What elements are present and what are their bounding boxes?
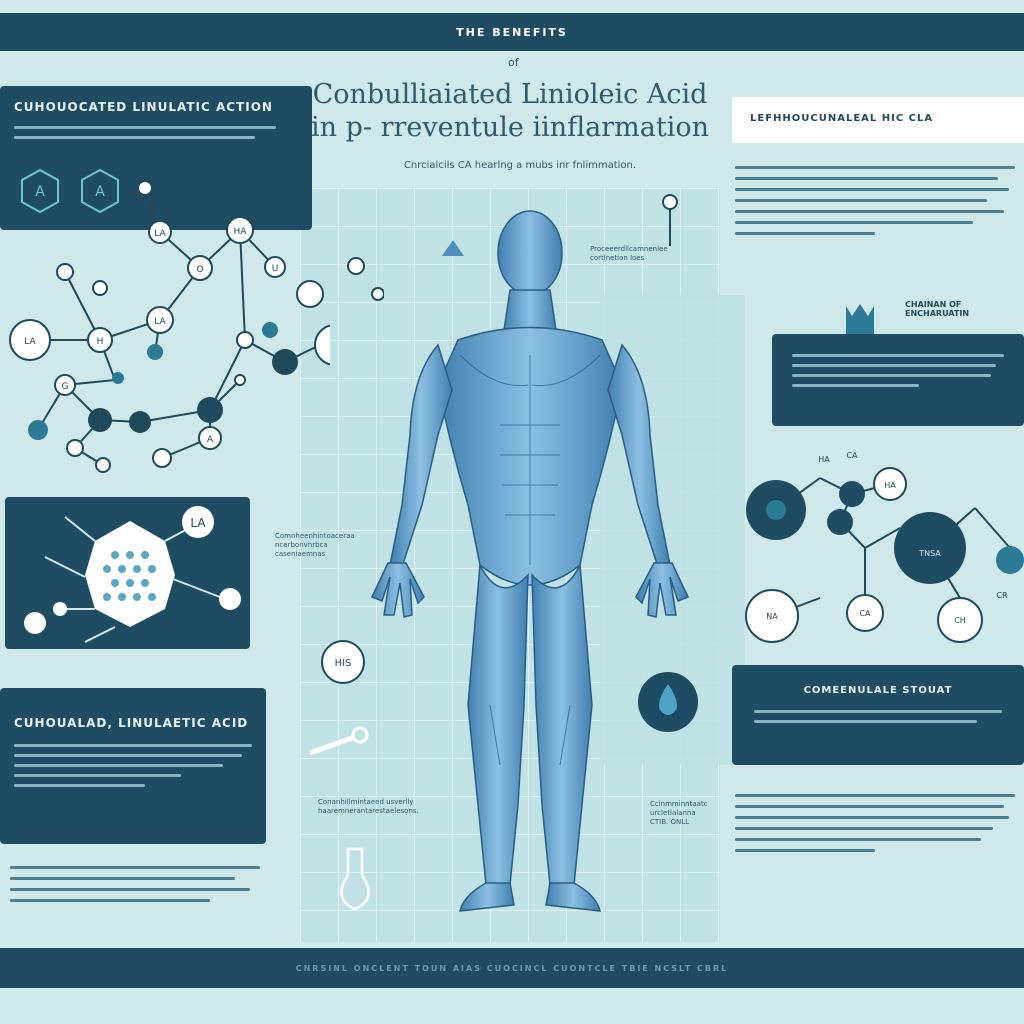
atom-label: O — [196, 265, 203, 275]
hexagon-icon — [21, 168, 59, 214]
atom-node — [92, 280, 108, 296]
atom-label: LA — [24, 337, 36, 347]
atom-label: G — [62, 382, 69, 392]
right-bottom-panel-title: COMEENULALE STOUAT — [803, 685, 953, 696]
subtitle: Cnrcialcils CA hearlng a mubs inr fnlimm… — [403, 160, 637, 171]
bottom-banner: CNRSINL ONCLENT TOUN AIAS CUOCINCL CUONT… — [0, 948, 1024, 988]
atom-node-accent — [262, 322, 278, 338]
bottom-left-label: Conanhillmintaeed usverlly haaremneranta… — [318, 798, 419, 815]
atom-node — [152, 448, 172, 468]
atom-label: CA — [846, 451, 858, 460]
atom-node — [146, 306, 174, 334]
fatty-acid-lattice: LA — [24, 506, 241, 643]
tool-icon — [309, 726, 369, 756]
right-top-header: LEFHHOUCUNALEAL HIC CLA — [732, 97, 1024, 143]
left-mid-panel: LA — [5, 497, 250, 649]
center-right-label: Proceeerdilcamnenlee cortlnetion loes — [590, 245, 668, 262]
triangle-icon — [442, 240, 464, 256]
right-top-text — [735, 158, 1015, 243]
left-top-panel: CUHOUOCATED LINULATIC ACTION A A — [0, 86, 312, 230]
left-bottom-text — [10, 858, 260, 910]
hexagon-icon-label: A — [95, 184, 105, 200]
title-of: of — [508, 56, 519, 69]
atom-node — [264, 256, 286, 278]
right-arm — [607, 343, 671, 568]
atom-label: HA — [818, 455, 830, 464]
his-circle: HIS — [321, 640, 365, 684]
left-foot — [459, 882, 515, 912]
atom-label: A — [207, 435, 214, 445]
left-top-icons: A A — [21, 168, 119, 214]
left-leg — [467, 562, 529, 886]
atom-label: NA — [766, 612, 778, 621]
title-line-2: in p- rreventule iinflarmation — [311, 112, 709, 143]
atom-node — [137, 180, 153, 196]
atom-label: HA — [234, 227, 248, 237]
atom-node — [56, 263, 74, 281]
crown-icon — [846, 304, 874, 340]
flask-icon — [340, 847, 370, 911]
atom-node-dark — [197, 397, 223, 423]
svg-text:HIS: HIS — [335, 658, 352, 669]
right-bottom-text — [735, 786, 1015, 860]
atom-label: U — [272, 264, 279, 274]
atom-node — [9, 319, 51, 361]
hexagon-icon — [81, 168, 119, 214]
title-line-1: Conbulliaiated Linioleic Acid — [312, 79, 708, 110]
right-leg — [531, 562, 593, 886]
right-mid-panel — [772, 334, 1024, 426]
drop-icon — [638, 672, 698, 732]
left-hand — [370, 562, 425, 618]
atom-label: CA — [859, 609, 871, 618]
atom-label: H — [97, 337, 104, 347]
atom-label: LA — [154, 317, 166, 327]
atom-node — [198, 426, 222, 450]
molecule-network-left: LA HA O LA H LA G A U — [9, 180, 330, 473]
marker-icon — [347, 257, 384, 301]
atom-label: LA — [154, 229, 166, 239]
atom-node — [314, 324, 330, 366]
atom-node — [66, 439, 84, 457]
atom-node — [236, 331, 254, 349]
atom-label: CH — [954, 616, 966, 625]
right-mid-label: CHAINAN OF ENCHARUATIN — [905, 300, 970, 318]
atom-node — [148, 220, 172, 244]
left-arm — [389, 343, 453, 568]
right-hand — [635, 562, 690, 618]
la-badge: LA — [190, 516, 206, 530]
atom-label: HA — [884, 481, 896, 490]
atom-node — [95, 457, 111, 473]
atom-label: TNSA — [918, 549, 941, 558]
right-bottom-panel: COMEENULALE STOUAT — [732, 665, 1024, 765]
atom-node-dark — [88, 408, 112, 432]
molecule-network-right: HA TNSA NA CA CH HA CA CR — [745, 451, 1024, 643]
atom-node — [187, 255, 213, 281]
atom-node — [54, 374, 76, 396]
center-left-label: Comnheenhintoaceraa ncerbonvnrbca caseni… — [275, 532, 355, 558]
atom-node — [226, 216, 254, 244]
neck — [503, 289, 557, 331]
atom-node-accent — [28, 420, 48, 440]
top-banner: THE BENEFITS — [0, 13, 1024, 51]
pin-icon — [662, 194, 678, 246]
right-foot — [545, 882, 601, 912]
right-top-title: LEFHHOUCUNALEAL HIC CLA — [750, 113, 934, 124]
page-title: Conbulliaiated Linioleic Acid in p- rrev… — [310, 78, 710, 144]
bottom-right-label: Ccinmminntaatc urcletlalanna CTIB. ONLL — [650, 800, 708, 826]
atom-label: CR — [996, 591, 1008, 600]
left-bottom-panel: CUHOUALAD, LINULAETIC ACID — [0, 688, 266, 844]
left-bottom-panel-title: CUHOUALAD, LINULAETIC ACID — [14, 716, 249, 730]
head — [497, 210, 563, 296]
atom-node — [87, 327, 113, 353]
atom-node — [234, 374, 246, 386]
human-anatomy-figure — [370, 210, 690, 912]
hexagon-icon-label: A — [35, 184, 45, 200]
atom-node-accent — [112, 372, 124, 384]
left-top-panel-title: CUHOUOCATED LINULATIC ACTION — [14, 100, 273, 114]
atom-node-dark — [129, 411, 151, 433]
atom-node — [296, 280, 324, 308]
atom-node-accent — [147, 344, 163, 360]
atom-node-dark — [272, 349, 298, 375]
